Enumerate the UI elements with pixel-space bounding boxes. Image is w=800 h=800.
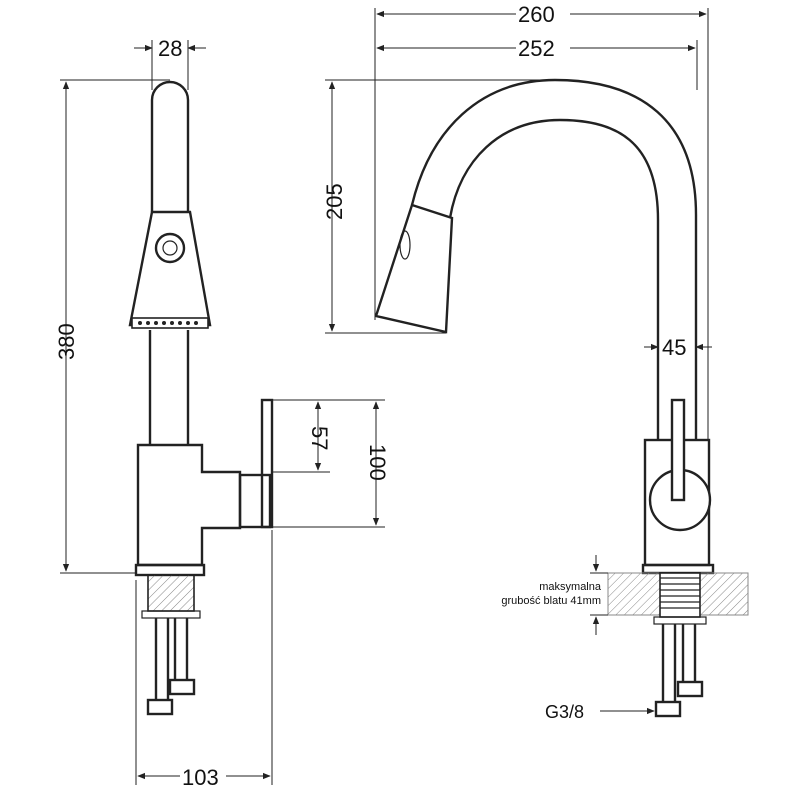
side-mode-button-outer: [154, 232, 186, 264]
front-nut: [653, 616, 707, 625]
dim-lever-height: 57: [307, 426, 332, 450]
side-hose-2: [173, 618, 189, 680]
front-hose-fitting-2: [676, 680, 704, 698]
dim-spout-height: 205: [322, 183, 347, 220]
side-nut: [141, 610, 201, 619]
front-hose-2: [681, 624, 697, 682]
front-view: 260 252 205 45 maksymalna grubość blatu …: [322, 2, 749, 722]
front-threaded-shank: [659, 572, 701, 618]
side-base-plate: [134, 563, 206, 577]
front-thread-lines: [660, 577, 700, 609]
front-base-plate: [641, 563, 715, 575]
side-column: [148, 330, 190, 445]
side-body: [136, 443, 242, 567]
dim-body-diameter: 45: [662, 335, 686, 360]
front-hose-fitting-1: [654, 700, 682, 718]
dim-lever-body: 100: [365, 444, 390, 481]
front-lever-handle: [670, 398, 686, 502]
side-lever-handle: [260, 398, 274, 529]
front-hose-1: [661, 624, 677, 702]
side-mode-button-inner: [162, 240, 178, 256]
side-nozzle-holes: [138, 321, 198, 325]
dim-spout-reach: 252: [518, 36, 555, 61]
dim-total-width: 260: [518, 2, 555, 27]
side-spray-head: [128, 210, 212, 327]
front-spout-outer: [410, 78, 698, 440]
front-spray-head: [374, 203, 454, 334]
worktop-note-line2: grubość blatu 41mm: [501, 595, 601, 607]
front-mode-button: [399, 230, 411, 260]
side-spout-tube: [150, 80, 190, 212]
side-threaded-shank: [147, 574, 195, 612]
side-hose-fitting-1: [146, 698, 174, 716]
side-view: 28 380 57 100 103: [54, 36, 390, 790]
side-hose-fitting-2: [168, 678, 196, 696]
connection-label: G3/8: [545, 702, 584, 722]
front-spout-inner: [448, 118, 660, 440]
dim-base-depth: 103: [182, 765, 219, 790]
dim-head-width: 28: [158, 36, 182, 61]
side-lever-base: [238, 473, 272, 529]
side-hose-1: [154, 618, 170, 700]
dim-total-height: 380: [54, 323, 79, 360]
worktop-note-line1: maksymalna: [539, 581, 602, 593]
